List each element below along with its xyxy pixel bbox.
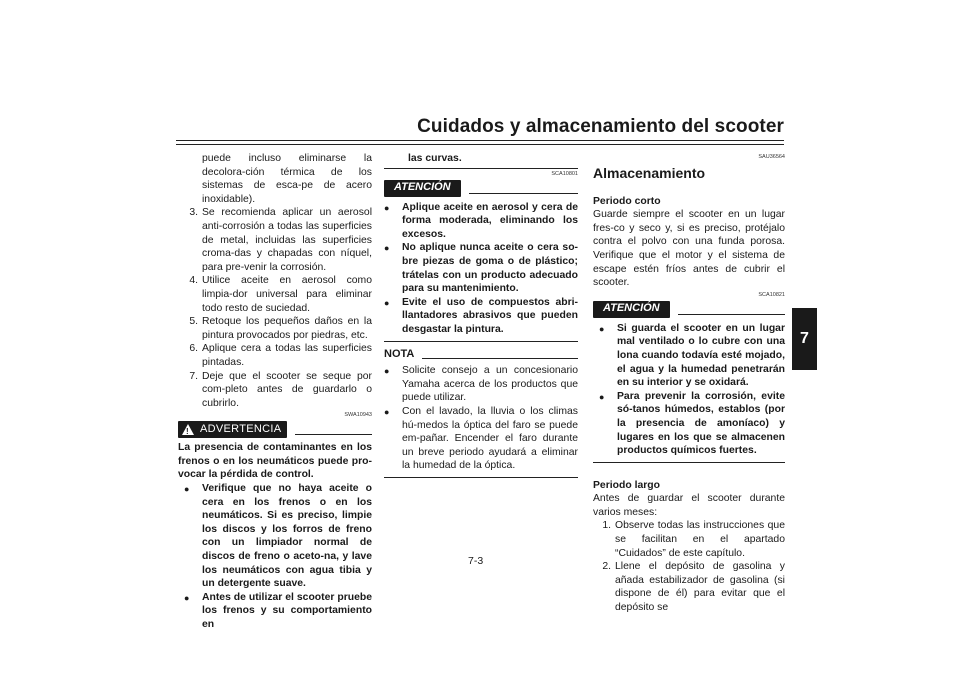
nota-rule — [422, 357, 578, 359]
warning-code: SWA10943 — [344, 412, 372, 419]
caution-bullet: ●Para prevenir la corrosión, evite só-ta… — [599, 390, 785, 457]
warning-label: ADVERTENCIA — [200, 422, 282, 435]
column-3: SAU36564 Almacenamiento Periodo corto Gu… — [593, 152, 785, 615]
warning-triangle-icon — [182, 424, 194, 439]
bullet-icon: ● — [184, 484, 190, 495]
caution-rule — [677, 313, 785, 315]
header-rule-bottom — [176, 144, 784, 145]
warning-bullet: ●Antes de utilizar el scooter pruebe los… — [184, 591, 372, 630]
caution-code: SCA10821 — [758, 291, 785, 298]
bullet-icon: ● — [384, 406, 390, 417]
section-code: SAU36564 — [758, 154, 785, 160]
list-item: 2.Llene el depósito de gasolina y añada … — [602, 561, 785, 614]
section-title: Almacenamiento — [593, 165, 706, 181]
list-item: 6.Aplique cera a todas las superficies p… — [189, 343, 372, 368]
chapter-tab[interactable]: 7 — [792, 308, 817, 370]
warning-continuation: las curvas. — [408, 153, 462, 164]
column-1: puede incluso eliminarse la decolora-ció… — [178, 152, 372, 632]
subsection-title-short: Periodo corto — [593, 195, 661, 207]
list-item: 3.Se recomienda aplicar un aerosol anti-… — [189, 207, 372, 273]
list-item: 4.Utilice aceite en aerosol como limpia-… — [189, 275, 372, 314]
bullet-icon: ● — [599, 323, 605, 334]
short-term-text: Guarde siempre el scooter en un lugar fr… — [593, 209, 785, 289]
caution-badge: ATENCIÓN — [593, 300, 670, 318]
nota-header: NOTA — [384, 348, 578, 362]
column-2: las curvas. SCA10801 ATENCIÓN ●Aplique a… — [384, 152, 578, 478]
caution-end-rule — [384, 340, 578, 342]
warning-intro: La presencia de contaminantes en los fre… — [178, 442, 372, 481]
caution-header: ATENCIÓN — [384, 179, 578, 197]
long-term-text: Antes de guardar el scooter durante vari… — [593, 493, 785, 518]
page-header-title: Cuidados y almacenamiento del scooter — [417, 116, 784, 137]
list-item: 1.Observe todas las instrucciones que se… — [602, 520, 785, 559]
nota-bullet: ●Solicite consejo a un concesionario Yam… — [384, 365, 578, 404]
caution-end-rule — [593, 461, 785, 463]
header-rule-top — [176, 140, 784, 141]
caution-bullet: ●Aplique aceite en aerosol y cera de for… — [384, 201, 578, 240]
caution-code: SCA10801 — [551, 170, 578, 177]
bullet-icon: ● — [599, 391, 605, 402]
nota-bullet: ●Con el lavado, la lluvia o los climas h… — [384, 405, 578, 472]
caution-bullet: ●No aplique nunca aceite o cera so-bre p… — [384, 242, 578, 295]
warning-end-rule — [384, 167, 578, 169]
bullet-icon: ● — [384, 243, 390, 254]
bullet-icon: ● — [384, 297, 390, 308]
warning-bullet: ●Verifique que no haya aceite o cera en … — [184, 483, 372, 590]
caution-bullet: ●Si guarda el scooter en un lugar mal ve… — [599, 322, 785, 389]
caution-header: ATENCIÓN — [593, 300, 785, 318]
warning-header: ADVERTENCIA — [178, 421, 372, 439]
nota-end-rule — [384, 476, 578, 478]
caution-rule — [468, 192, 578, 194]
list-item: 5.Retoque los pequeños daños en la pintu… — [189, 316, 372, 341]
bullet-icon: ● — [384, 366, 390, 377]
warning-rule — [295, 434, 372, 436]
nota-label: NOTA — [384, 347, 415, 360]
caution-bullet: ●Evite el uso de compuestos abri-llantad… — [384, 296, 578, 335]
intro-continuation: puede incluso eliminarse la decolora-ció… — [202, 153, 372, 205]
bullet-icon: ● — [184, 592, 190, 603]
list-item: 7.Deje que el scooter se seque por com-p… — [189, 370, 372, 409]
bullet-icon: ● — [384, 202, 390, 213]
subsection-title-long: Periodo largo — [593, 479, 660, 491]
warning-badge: ADVERTENCIA — [178, 421, 288, 439]
page-number: 7-3 — [468, 555, 484, 567]
caution-badge: ATENCIÓN — [384, 179, 461, 197]
